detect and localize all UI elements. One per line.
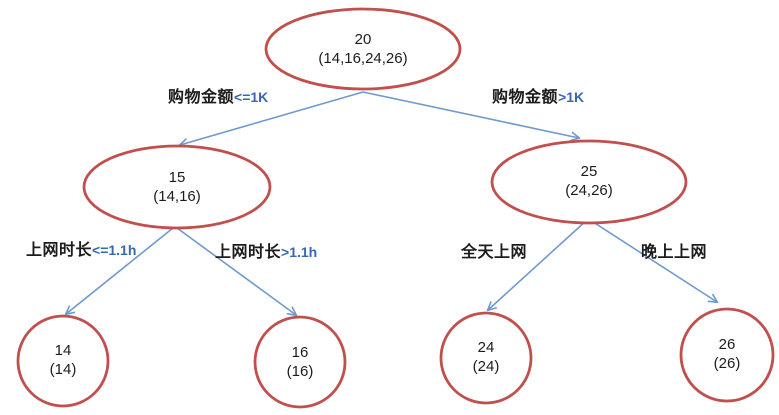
leaf-14-circle (16, 314, 110, 408)
edge-label-root-left-text: 购物金额 (168, 89, 235, 106)
leaf-26-set: (26) (713, 355, 741, 372)
leaf-24-value: 24 (477, 339, 495, 356)
tree-edges (64, 91, 719, 317)
leaf-16-circle (253, 315, 347, 409)
edge-root-to-left (178, 91, 364, 148)
leaf-14-set: (14) (49, 361, 77, 378)
left-node-set: (14,16) (153, 188, 201, 205)
edge-label-left-left-text: 上网时长 (26, 242, 93, 259)
edge-label-root-right: 购物金额>1K (492, 83, 584, 107)
edge-label-root-left-op: <=1K (234, 89, 269, 105)
leaf-16-value: 16 (291, 344, 309, 361)
leaf-14-label: 14 (14) (50, 341, 77, 379)
leaf-26-circle (679, 307, 775, 403)
edge-label-right-right-text: 晚上上网 (641, 244, 708, 261)
edge-label-root-right-text: 购物金额 (492, 89, 559, 106)
tree-node-shapes (16, 7, 775, 409)
edge-left-to-14 (64, 227, 174, 316)
edge-root-to-right (362, 91, 581, 142)
edge-label-left-left: 上网时长<=1.1h (26, 236, 136, 260)
edge-right-to-24 (486, 219, 588, 312)
edge-left-to-16 (176, 227, 298, 317)
edge-label-right-left-text: 全天上网 (461, 244, 528, 261)
edge-label-right-right: 晚上上网 (641, 238, 707, 262)
leaf-16-set: (16) (286, 363, 314, 380)
leaf-24-label: 24 (24) (473, 338, 500, 376)
right-node-set: (24,26) (565, 182, 613, 199)
edge-label-root-left: 购物金额<=1K (168, 83, 268, 107)
leaf-24-circle (439, 311, 533, 405)
leaf-14-value: 14 (54, 342, 72, 359)
left-node-ellipse (82, 144, 272, 230)
leaf-26-value: 26 (718, 336, 736, 353)
edge-label-left-right: 上网时长>1.1h (215, 238, 317, 262)
left-node-value: 15 (168, 169, 186, 186)
leaf-16-label: 16 (16) (287, 343, 314, 381)
root-node-set: (14,16,24,26) (318, 50, 408, 67)
left-node-label: 15 (14,16) (153, 168, 201, 206)
edge-label-left-right-op: >1.1h (281, 244, 318, 260)
root-node-value: 20 (354, 31, 372, 48)
edge-label-root-right-op: >1K (558, 89, 585, 105)
edge-label-left-right-text: 上网时长 (215, 244, 282, 261)
right-node-ellipse (490, 139, 688, 225)
right-node-value: 25 (580, 163, 598, 180)
leaf-26-label: 26 (26) (714, 335, 741, 373)
right-node-label: 25 (24,26) (565, 162, 613, 200)
leaf-24-set: (24) (472, 358, 500, 375)
edge-label-right-left: 全天上网 (461, 238, 527, 262)
root-node-label: 20 (14,16,24,26) (318, 30, 407, 68)
root-node-ellipse (264, 7, 462, 91)
edge-label-left-left-op: <=1.1h (92, 242, 137, 258)
edge-right-to-26 (589, 219, 719, 304)
